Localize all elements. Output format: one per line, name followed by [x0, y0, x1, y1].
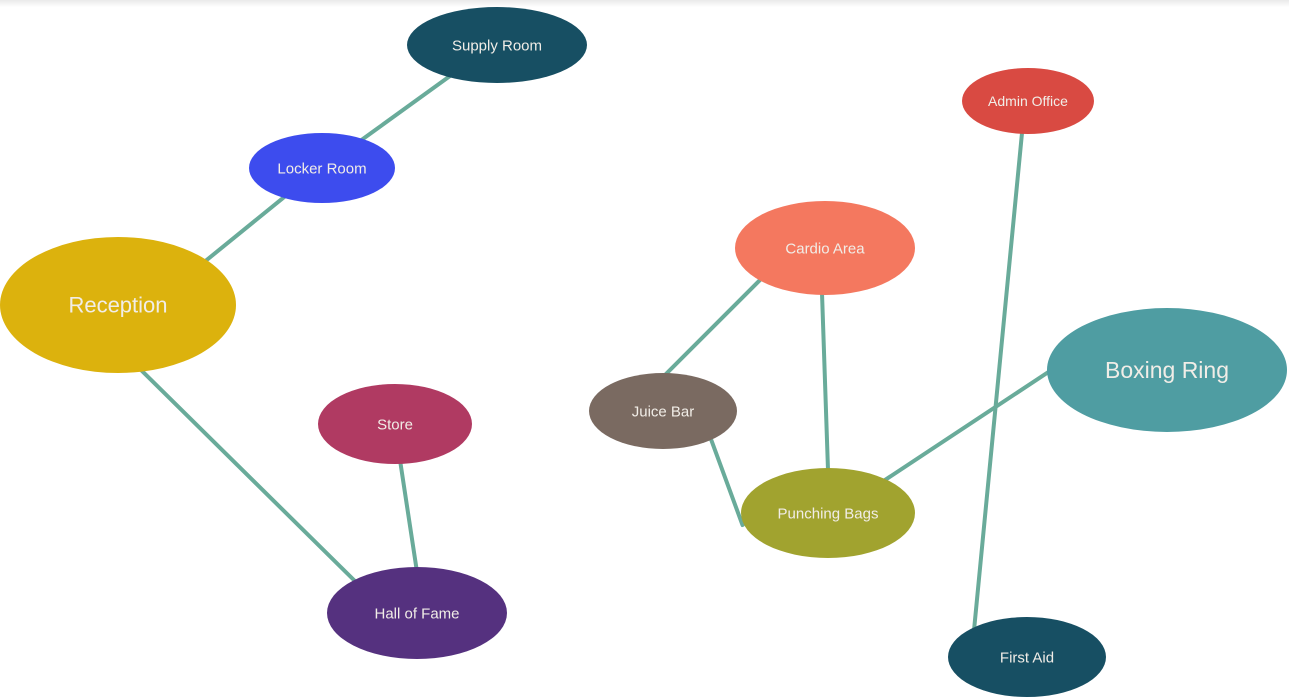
cardio-area-label: Cardio Area: [785, 240, 865, 257]
cardio-area-ellipse[interactable]: [735, 201, 915, 295]
node-cardio-area[interactable]: Cardio Area: [735, 201, 915, 295]
edge-admin-office-first-aid[interactable]: [971, 115, 1026, 638]
edge-cardio-area-juice-bar[interactable]: [651, 268, 772, 389]
node-juice-bar[interactable]: Juice Bar: [589, 373, 737, 449]
hall-of-fame-label: Hall of Fame: [374, 605, 459, 622]
boxing-ring-label: Boxing Ring: [1105, 357, 1229, 383]
node-hall-of-fame[interactable]: Hall of Fame: [327, 567, 507, 659]
punching-bags-ellipse[interactable]: [741, 468, 915, 558]
punching-bags-label: Punching Bags: [778, 505, 879, 522]
node-locker-room[interactable]: Locker Room: [249, 133, 395, 203]
juice-bar-ellipse[interactable]: [589, 373, 737, 449]
node-punching-bags[interactable]: Punching Bags: [741, 468, 915, 558]
juice-bar-label: Juice Bar: [632, 403, 695, 420]
node-store[interactable]: Store: [318, 384, 472, 464]
supply-room-ellipse[interactable]: [407, 7, 587, 83]
edge-store-hall-of-fame[interactable]: [395, 442, 422, 590]
supply-room-label: Supply Room: [452, 37, 542, 54]
edge-locker-room-reception[interactable]: [188, 185, 298, 276]
node-admin-office[interactable]: Admin Office: [962, 68, 1094, 134]
edge-reception-hall-of-fame[interactable]: [123, 352, 376, 602]
locker-room-label: Locker Room: [277, 160, 366, 177]
edge-cardio-area-punching-bags[interactable]: [819, 275, 831, 488]
store-ellipse[interactable]: [318, 384, 472, 464]
admin-office-label: Admin Office: [988, 93, 1068, 109]
node-reception[interactable]: Reception: [0, 237, 236, 373]
node-boxing-ring[interactable]: Boxing Ring: [1047, 308, 1287, 432]
edge-boxing-ring-punching-bags[interactable]: [872, 356, 1072, 489]
first-aid-label: First Aid: [1000, 649, 1054, 666]
hall-of-fame-ellipse[interactable]: [327, 567, 507, 659]
reception-label: Reception: [68, 293, 167, 318]
edge-supply-room-locker-room[interactable]: [352, 64, 465, 148]
store-label: Store: [377, 416, 413, 433]
node-first-aid[interactable]: First Aid: [948, 617, 1106, 697]
node-supply-room[interactable]: Supply Room: [407, 7, 587, 83]
edge-juice-bar-punching-bags[interactable]: [704, 424, 745, 528]
first-aid-ellipse[interactable]: [948, 617, 1106, 697]
boxing-ring-ellipse[interactable]: [1047, 308, 1287, 432]
admin-office-ellipse[interactable]: [962, 68, 1094, 134]
locker-room-ellipse[interactable]: [249, 133, 395, 203]
reception-ellipse[interactable]: [0, 237, 236, 373]
